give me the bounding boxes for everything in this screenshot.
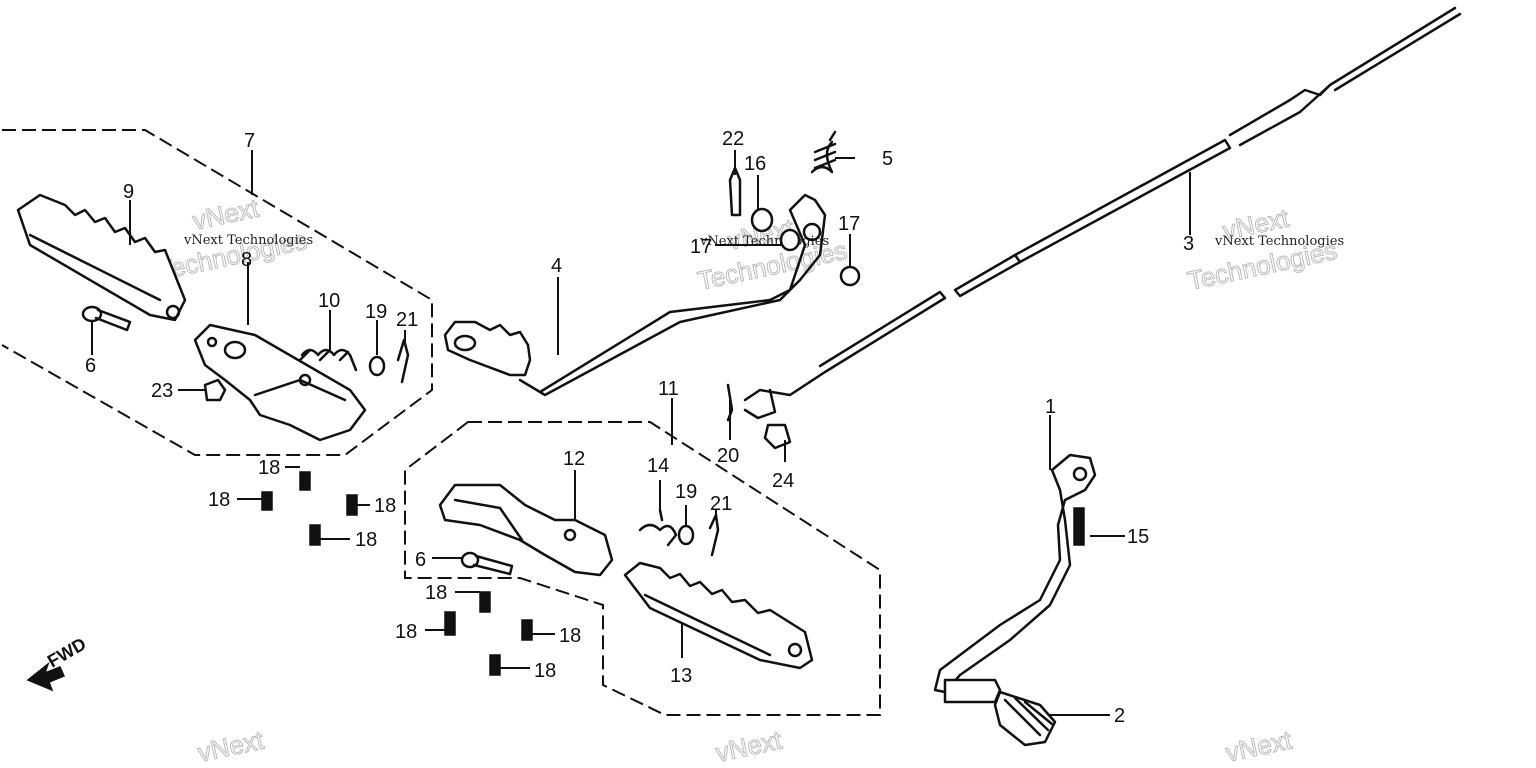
brake-pedal xyxy=(443,193,827,397)
callout-15: 15 xyxy=(1127,526,1149,548)
callout-13: 13 xyxy=(670,665,692,687)
callout-2: 2 xyxy=(1114,705,1125,727)
nut-17b xyxy=(839,265,861,287)
bolts-left xyxy=(261,471,358,546)
callout-18-a: 18 xyxy=(258,457,280,479)
bolts-center xyxy=(444,591,533,676)
watermark-small-2: vNext Technologies xyxy=(699,234,829,249)
leader-lines xyxy=(91,150,1191,716)
callout-11: 11 xyxy=(658,378,679,400)
callout-20: 20 xyxy=(717,445,739,467)
nut-17a xyxy=(779,228,801,252)
watermark-group: vNext Technologies vNext Technologies vN… xyxy=(155,192,1345,768)
pin-center xyxy=(460,551,514,576)
spring-center xyxy=(638,508,678,547)
watermark-big-4: vNext xyxy=(195,725,267,768)
watermark-small-3: vNext Technologies xyxy=(1214,234,1344,249)
washer-center xyxy=(677,524,695,546)
callout-17-left: 17 xyxy=(690,236,712,258)
fwd-label: FWD xyxy=(44,634,89,672)
callout-18-e: 18 xyxy=(425,582,447,604)
callout-12: 12 xyxy=(563,448,585,470)
lever-right xyxy=(933,453,1097,694)
callout-6-center: 6 xyxy=(415,549,426,571)
group-outline-center xyxy=(404,421,881,716)
callout-6-left: 6 xyxy=(85,355,96,377)
brake-rod xyxy=(743,6,1462,420)
footpeg-left xyxy=(16,193,187,322)
fwd-arrow-icon xyxy=(26,661,66,692)
callout-18-b: 18 xyxy=(208,489,230,511)
callout-19-center: 19 xyxy=(675,481,697,503)
nut-left xyxy=(203,378,227,402)
bolt-15 xyxy=(1073,507,1085,546)
callout-18-c: 18 xyxy=(374,495,396,517)
callout-10: 10 xyxy=(318,290,340,312)
callout-14: 14 xyxy=(647,455,669,477)
callout-21-center: 21 xyxy=(710,493,732,515)
callout-4: 4 xyxy=(551,255,562,277)
callout-24: 24 xyxy=(772,470,794,492)
callout-18-f: 18 xyxy=(395,621,417,643)
callout-16: 16 xyxy=(744,153,766,175)
footpeg-center xyxy=(623,561,814,670)
callout-22: 22 xyxy=(722,128,744,150)
forward-direction-indicator: FWD xyxy=(26,634,89,692)
cotter-pin-22 xyxy=(728,166,742,217)
callout-8: 8 xyxy=(241,249,252,271)
callout-23: 23 xyxy=(151,380,173,402)
callout-19-left: 19 xyxy=(365,301,387,323)
callout-18-h: 18 xyxy=(534,660,556,682)
group-outline-left xyxy=(1,129,433,456)
callout-17-right: 17 xyxy=(838,213,860,235)
bracket-center xyxy=(438,483,614,577)
pedal-rubber xyxy=(943,678,1057,747)
callout-18-d: 18 xyxy=(355,529,377,551)
watermark-small-1: vNext Technologies xyxy=(183,233,313,248)
callout-3: 3 xyxy=(1183,233,1194,255)
pivot-hardware xyxy=(728,130,861,287)
washer-16 xyxy=(750,207,774,233)
pin-24 xyxy=(763,423,792,450)
callout-5: 5 xyxy=(882,148,893,170)
pin-left xyxy=(81,305,132,332)
callout-18-g: 18 xyxy=(559,625,581,647)
watermark-big-1a: vNext xyxy=(190,193,262,236)
cotter-pin-center xyxy=(708,513,720,557)
washer-left xyxy=(368,355,386,377)
callout-7: 7 xyxy=(244,130,255,152)
watermark-big-5: vNext xyxy=(713,725,785,768)
cotter-pin-left xyxy=(396,338,410,384)
spring-left xyxy=(298,348,358,372)
callout-21-left: 21 xyxy=(396,309,418,331)
spring-5 xyxy=(810,130,837,174)
callout-1: 1 xyxy=(1045,396,1056,418)
watermark-big-6: vNext xyxy=(1223,725,1295,768)
callout-9: 9 xyxy=(123,181,134,203)
bracket-left xyxy=(193,323,367,442)
callout-labels: 7 9 8 10 19 21 6 23 18 18 18 18 4 22 16 … xyxy=(85,128,1194,727)
